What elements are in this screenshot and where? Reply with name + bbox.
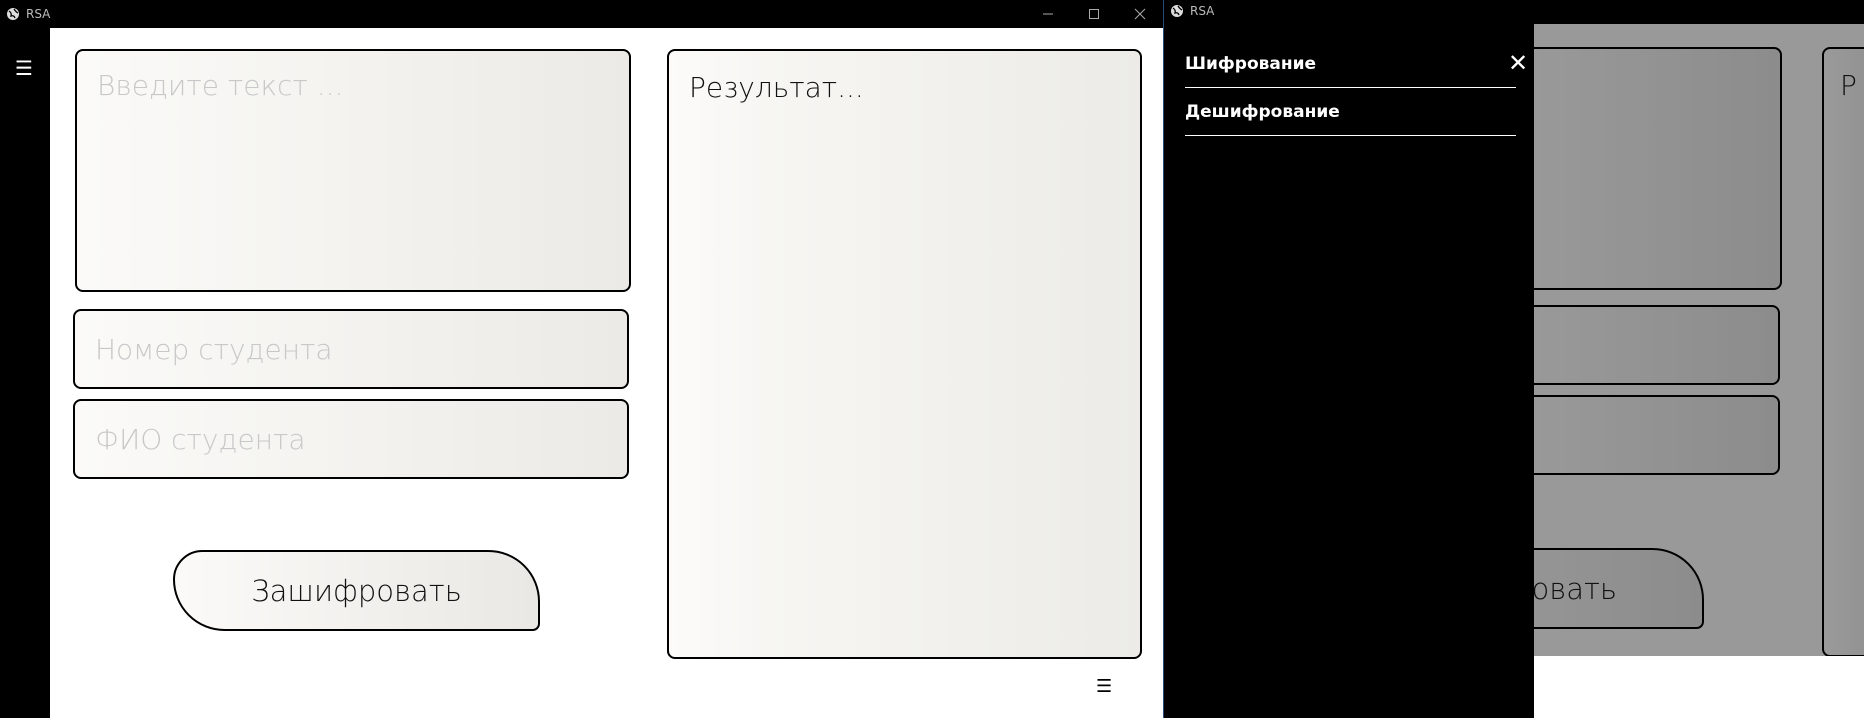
hamburger-menu-icon[interactable]: ☰: [15, 56, 33, 80]
drawer-item-label: Шифрование: [1185, 53, 1317, 74]
content-bottom-area: [1534, 656, 1864, 718]
minimize-icon: [1043, 13, 1053, 15]
navigation-drawer: Шифрование Дешифрование ✕: [1164, 24, 1534, 718]
student-name-field[interactable]: [73, 399, 629, 479]
result-text-area[interactable]: Результат...: [667, 49, 1142, 659]
window-title: RSA: [26, 7, 51, 21]
drawer-item-decrypt[interactable]: Дешифрование: [1185, 88, 1516, 136]
minimize-button[interactable]: [1025, 0, 1071, 28]
globe-icon: [1171, 5, 1183, 17]
dimmed-button-fragment: ровать: [1534, 571, 1617, 606]
dimmed-input-text-area: [1534, 47, 1782, 290]
nav-rail: [0, 28, 50, 718]
maximize-icon: [1089, 9, 1099, 19]
title-bar-2[interactable]: RSA: [1164, 0, 1864, 24]
encrypt-button[interactable]: Зашифровать: [173, 550, 540, 631]
drawer-item-label: Дешифрование: [1185, 101, 1340, 122]
result-text: Результат...: [689, 71, 864, 104]
student-number-field[interactable]: [73, 309, 629, 389]
drawer-close-icon[interactable]: ✕: [1507, 49, 1529, 77]
encrypt-button-label: Зашифровать: [251, 573, 462, 608]
close-icon: [1134, 8, 1146, 20]
bottom-menu-icon[interactable]: ☰: [1096, 676, 1113, 697]
maximize-button[interactable]: [1071, 0, 1117, 28]
rsa-window-main: RSA ☰ Зашифровать Результат... ☰: [0, 0, 1163, 718]
dimmed-encrypt-button: ровать: [1534, 548, 1704, 629]
dimmed-student-number-field: [1534, 305, 1780, 385]
title-bar[interactable]: RSA: [0, 0, 1163, 28]
drawer-item-encrypt[interactable]: Шифрование: [1185, 40, 1516, 88]
globe-icon: [7, 8, 19, 20]
input-text-area[interactable]: [75, 49, 631, 292]
dimmed-result-text-area: Р: [1822, 47, 1864, 656]
rsa-window-drawer-open: RSA Шифрование Дешифрование ✕ ровать Р: [1163, 0, 1864, 718]
close-button[interactable]: [1117, 0, 1163, 28]
dimmed-result-fragment: Р: [1840, 69, 1857, 102]
main-content: Зашифровать Результат... ☰: [50, 28, 1163, 718]
dimmed-content-overlay[interactable]: ровать Р: [1534, 24, 1864, 656]
dimmed-student-name-field: [1534, 395, 1780, 475]
window-title-2: RSA: [1190, 4, 1215, 18]
